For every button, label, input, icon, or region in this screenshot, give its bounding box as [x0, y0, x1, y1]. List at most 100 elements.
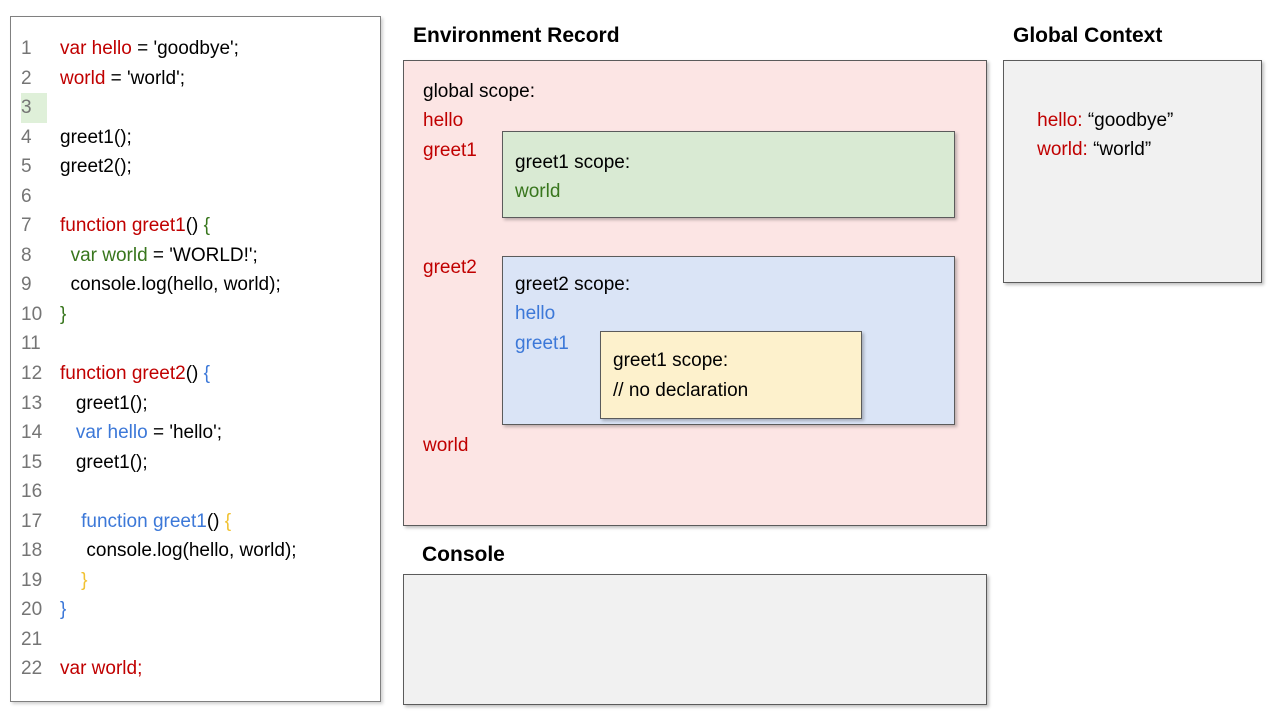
code-segment: = 'world'; [105, 67, 185, 89]
global-var-hello: hello [423, 110, 464, 131]
line-number: 4 [21, 126, 32, 148]
greet1-inner-scope-label: greet1 scope: [613, 350, 729, 371]
global-context-value: “goodbye” [1082, 110, 1174, 131]
code-segment: = 'WORLD!'; [147, 244, 258, 266]
code-segment: () [185, 363, 204, 385]
line-number: 8 [21, 244, 32, 266]
code-segment: greet1(); [60, 126, 132, 148]
global-scope-box: global scope: hello greet1 greet2 world … [403, 60, 987, 526]
line-number: 21 [21, 628, 43, 650]
code-line: 2 world = 'world'; [21, 64, 380, 94]
code-line: 7 function greet1() { [21, 211, 380, 241]
code-segment [60, 245, 71, 266]
code-segment: } [60, 599, 67, 621]
code-segment: greet1(); [60, 451, 148, 473]
code-line: 1 var hello = 'goodbye'; [21, 34, 380, 64]
code-line: 12 function greet2() { [21, 359, 380, 389]
code-text: greet1(); [60, 123, 132, 153]
line-number: 17 [21, 510, 43, 532]
line-number: 19 [21, 569, 43, 591]
global-context-entry: world: “world” [1016, 106, 1151, 193]
line-number: 7 [21, 215, 32, 237]
code-line: 21 [21, 625, 380, 655]
greet1-inner-scope-comment: // no declaration [613, 380, 749, 401]
code-line: 17 function greet1() { [21, 507, 380, 537]
code-line: 10} [21, 300, 380, 330]
code-segment: var world; [60, 658, 143, 680]
greet1-inner-scope-box: greet1 scope: // no declaration [600, 331, 862, 419]
greet2-scope-label: greet2 scope: [515, 274, 631, 295]
code-segment: } [60, 303, 67, 325]
code-segment [60, 422, 76, 443]
greet2-var-greet1: greet1 [515, 333, 569, 354]
code-segment: { [203, 363, 210, 385]
line-number: 16 [21, 481, 43, 503]
code-line: 13 greet1(); [21, 389, 380, 419]
code-text: var hello = 'hello'; [60, 418, 222, 448]
global-var-greet2: greet2 [423, 257, 477, 278]
greet2-scope-box: greet2 scope: hello greet1 greet1 scope:… [502, 256, 955, 425]
code-segment: greet2(); [60, 156, 132, 178]
line-number: 6 [21, 185, 32, 207]
line-number: 14 [21, 422, 43, 444]
code-line: 22 var world; [21, 654, 380, 684]
code-text: console.log(hello, world); [60, 270, 281, 300]
code-segment: = 'goodbye'; [131, 38, 239, 59]
line-number: 1 [21, 38, 32, 59]
greet1-scope-label: greet1 scope: [515, 152, 631, 173]
code-text: world = 'world'; [60, 64, 185, 94]
code-line: 20} [21, 595, 380, 625]
line-number: 22 [21, 658, 43, 680]
line-number: 5 [21, 156, 32, 178]
global-context-value: “world” [1087, 139, 1152, 160]
console-box [403, 574, 987, 705]
code-text: function greet2() { [60, 359, 210, 389]
line-number: 2 [21, 67, 32, 89]
code-text: var hello = 'goodbye'; [60, 34, 239, 64]
code-segment: greet1(); [60, 392, 148, 414]
global-context-key: world: [1037, 139, 1088, 160]
code-segment: function greet1 [60, 215, 186, 237]
code-segment: var hello [75, 422, 148, 444]
code-segment: function greet2 [60, 363, 186, 385]
global-var-greet1: greet1 [423, 140, 477, 161]
line-number: 18 [21, 540, 43, 562]
code-text: console.log(hello, world); [60, 536, 297, 566]
code-line: 15 greet1(); [21, 448, 380, 478]
code-text: } [60, 300, 66, 330]
global-scope-label: global scope: [423, 81, 535, 102]
code-segment: var hello [60, 38, 132, 59]
code-text: var world; [60, 654, 142, 684]
code-line: 6 [21, 182, 380, 212]
code-line: 19 } [21, 566, 380, 596]
line-number: 9 [21, 274, 32, 296]
code-segment: = 'hello'; [147, 422, 223, 444]
code-segment: function greet1 [81, 510, 207, 532]
code-line: 5 greet2(); [21, 152, 380, 182]
code-segment: { [203, 215, 210, 237]
code-line: 16 [21, 477, 380, 507]
code-segment: console.log(hello, world); [60, 540, 297, 562]
line-number: 10 [21, 303, 43, 325]
code-line: 8 var world = 'WORLD!'; [21, 241, 380, 271]
environment-record-title: Environment Record [413, 24, 620, 47]
code-panel: 1 var hello = 'goodbye'; 2 world = 'world';… [10, 16, 381, 702]
line-number: 15 [21, 451, 43, 473]
code-lines: 1 var hello = 'goodbye'; 2 world = 'world';… [21, 34, 380, 684]
line-number: 3 [21, 93, 47, 123]
code-segment: () [206, 510, 225, 532]
greet1-scope-box: greet1 scope: world [502, 131, 955, 218]
code-text: function greet1() { [60, 507, 231, 537]
code-line: 18 console.log(hello, world); [21, 536, 380, 566]
line-number: 20 [21, 599, 43, 621]
line-number: 11 [21, 333, 41, 355]
code-line: 4 greet1(); [21, 123, 380, 153]
line-number: 12 [21, 363, 43, 385]
code-segment: () [185, 215, 204, 237]
code-text: greet1(); [60, 389, 148, 419]
code-text: greet2(); [60, 152, 132, 182]
code-line: 3 [21, 93, 380, 123]
code-segment: var world [70, 244, 148, 266]
code-segment: { [224, 510, 232, 532]
greet2-var-hello: hello [515, 303, 556, 324]
